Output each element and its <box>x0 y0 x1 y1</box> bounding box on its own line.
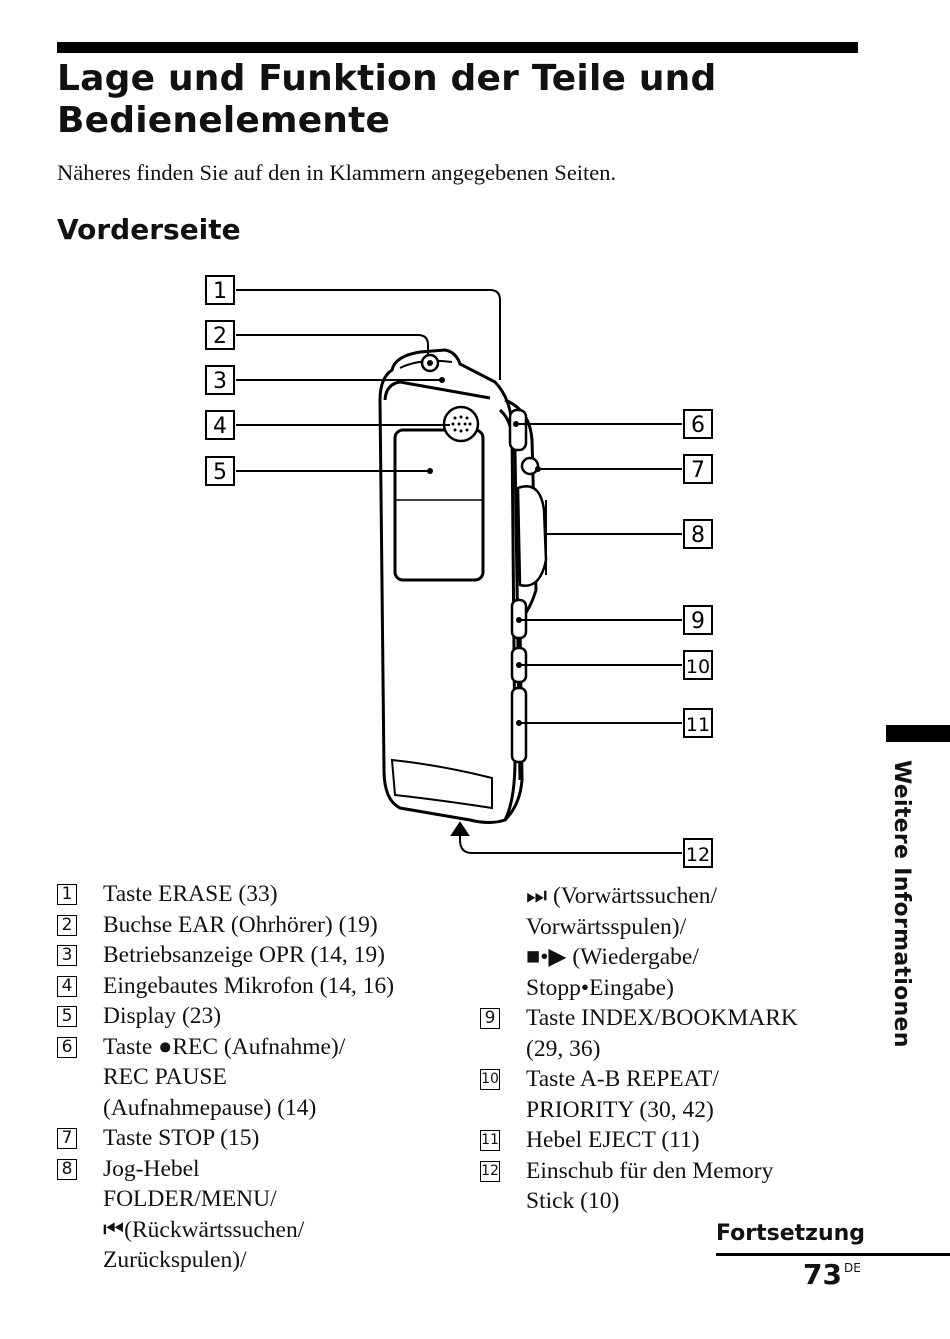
intro-text: Näheres finden Sie auf den in Klammern a… <box>57 160 617 185</box>
legend-text: Hebel EJECT (11) <box>526 1127 700 1153</box>
legend-item-8: 8 Jog-Hebel FOLDER/MENU/ ⏮(Rückwärtssuch… <box>57 1154 457 1276</box>
legend-item-8-continued: ⏭ (Vorwärtssuchen/ Vorwärtsspulen)/ ■•▶ … <box>480 881 870 1003</box>
legend-text: Taste INDEX/BOOKMARK <box>526 1005 798 1031</box>
legend-item-12: 12 Einschub für den Memory Stick (10) <box>480 1156 870 1217</box>
legend-text: Einschub für den Memory <box>526 1157 774 1184</box>
legend-text: Jog-Hebel <box>103 1155 200 1182</box>
legend-item-10: 10 Taste A-B REPEAT/ PRIORITY (30, 42) <box>480 1064 870 1125</box>
callout-9: 9 <box>683 605 713 635</box>
legend-number: 9 <box>480 1008 500 1029</box>
chapter-tab-marker <box>886 725 950 742</box>
callout-12: 12 <box>683 838 713 868</box>
callout-2: 2 <box>205 320 235 350</box>
legend-item-7: 7 Taste STOP (15) <box>57 1123 457 1154</box>
callout-lines <box>236 289 682 854</box>
callout-1: 1 <box>205 275 235 305</box>
legend-item-9: 9 Taste INDEX/BOOKMARK (29, 36) <box>480 1003 870 1064</box>
svg-text:2: 2 <box>213 324 227 349</box>
legend-right: ⏭ (Vorwärtssuchen/ Vorwärtsspulen)/ ■•▶ … <box>480 881 870 1217</box>
legend-number: 12 <box>480 1160 500 1182</box>
page-number-value: 73 <box>803 1258 842 1291</box>
bottom-rule <box>716 1253 950 1256</box>
device-figure: 1 2 3 4 5 6 7 8 <box>0 260 800 880</box>
legend-item-6: 6 Taste ●REC (Aufnahme)/ REC PAUSE (Aufn… <box>57 1032 457 1124</box>
legend-number: 3 <box>57 945 77 966</box>
legend-text: PRIORITY (30, 42) <box>526 1096 714 1123</box>
legend-item-3: 3 Betriebsanzeige OPR (14, 19) <box>57 940 457 971</box>
legend-number: 10 <box>480 1069 500 1090</box>
legend-number: 4 <box>57 975 77 997</box>
continued-label: Fortsetzung <box>716 1221 866 1246</box>
svg-text:4: 4 <box>213 414 227 439</box>
legend-text: (Aufnahmepause) (14) <box>103 1094 317 1121</box>
svg-text:10: 10 <box>686 656 710 678</box>
legend-text: REC PAUSE <box>103 1064 227 1090</box>
legend-number: 8 <box>57 1158 77 1180</box>
legend-number: 7 <box>57 1128 77 1149</box>
stop-button <box>520 456 540 476</box>
legend-text: ⏭ (Vorwärtssuchen/ <box>526 883 718 909</box>
legend-text: Taste A-B REPEAT/ <box>526 1066 719 1092</box>
svg-text:5: 5 <box>213 460 227 485</box>
callout-5: 5 <box>205 456 235 486</box>
legend-number: 11 <box>480 1130 500 1151</box>
legend-text: FOLDER/MENU/ <box>103 1186 277 1212</box>
svg-text:9: 9 <box>691 609 705 634</box>
legend-text: ■•▶ (Wiedergabe/ <box>526 944 699 970</box>
top-rule <box>57 42 858 53</box>
legend-item-4: 4 Eingebautes Mikrofon (14, 16) <box>57 971 457 1002</box>
svg-text:7: 7 <box>691 458 705 483</box>
legend-number: 1 <box>57 884 77 905</box>
legend-text: Stopp•Eingabe) <box>526 974 674 1001</box>
legend-text: Taste ERASE (33) <box>103 881 278 907</box>
jog-lever <box>516 485 548 587</box>
microphone-dots <box>451 415 472 433</box>
legend-text: Betriebsanzeige OPR (14, 19) <box>103 942 385 968</box>
svg-text:1: 1 <box>213 279 227 304</box>
legend-text: Zurückspulen)/ <box>103 1247 247 1273</box>
callout-4: 4 <box>205 410 235 440</box>
legend-item-11: 11 Hebel EJECT (11) <box>480 1125 870 1156</box>
callout-10: 10 <box>683 650 713 680</box>
legend-number: 6 <box>57 1036 77 1058</box>
svg-text:12: 12 <box>686 844 710 866</box>
chapter-side-label: Weitere Informationen <box>889 760 914 1048</box>
legend-item-2: 2 Buchse EAR (Ohrhörer) (19) <box>57 910 457 941</box>
legend-item-1: 1 Taste ERASE (33) <box>57 879 457 910</box>
page-title: Lage und Funktion der Teile und Bedienel… <box>57 58 717 141</box>
legend-text: ⏮(Rückwärtssuchen/ <box>103 1216 305 1243</box>
section-heading: Vorderseite <box>57 213 241 246</box>
callout-7: 7 <box>683 454 713 484</box>
callout-3: 3 <box>205 365 235 395</box>
svg-text:6: 6 <box>691 413 705 438</box>
legend-text: Taste STOP (15) <box>103 1125 260 1151</box>
page-number-suffix: DE <box>843 1261 861 1275</box>
legend-number: 2 <box>57 914 77 936</box>
legend-number: 5 <box>57 1006 77 1027</box>
device-illustration: 1 2 3 4 5 6 7 8 <box>205 275 713 868</box>
legend-item-5: 5 Display (23) <box>57 1001 457 1032</box>
callout-11: 11 <box>683 708 713 738</box>
callout-8: 8 <box>683 519 713 549</box>
callout-6: 6 <box>683 409 713 439</box>
svg-text:3: 3 <box>213 369 227 394</box>
rec-button <box>508 408 528 452</box>
legend-left: 1 Taste ERASE (33) 2 Buchse EAR (Ohrhöre… <box>57 879 457 1276</box>
svg-text:11: 11 <box>686 714 710 736</box>
svg-text:8: 8 <box>691 523 705 548</box>
legend-text: Buchse EAR (Ohrhörer) (19) <box>103 911 378 938</box>
legend-text: Taste ●REC (Aufnahme)/ <box>103 1033 346 1060</box>
legend-text: Stick (10) <box>526 1188 620 1214</box>
legend-text: Display (23) <box>103 1003 222 1029</box>
legend-text: (29, 36) <box>526 1035 601 1062</box>
legend-text: Eingebautes Mikrofon (14, 16) <box>103 972 395 999</box>
legend-text: Vorwärtsspulen)/ <box>526 913 687 940</box>
